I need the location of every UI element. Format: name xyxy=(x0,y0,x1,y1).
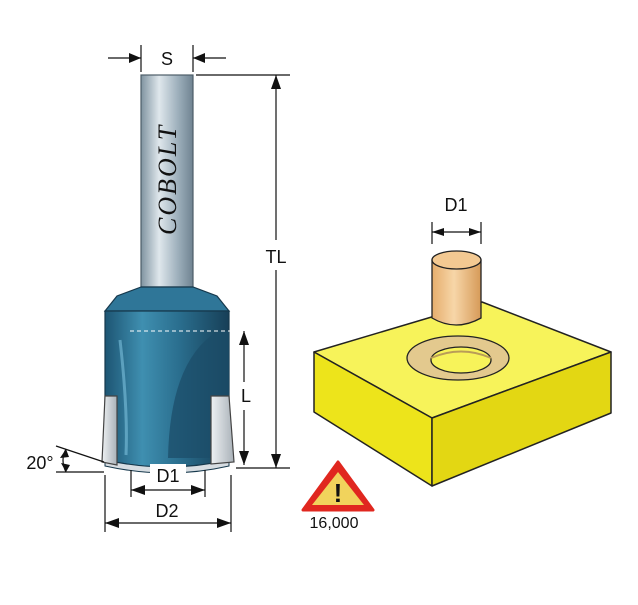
dimension-tl: TL xyxy=(196,74,290,469)
dimension-angle: 20° xyxy=(26,445,105,473)
dimension-s: S xyxy=(108,45,226,72)
dimension-s-label: S xyxy=(161,49,173,69)
body-shoulder xyxy=(103,286,231,312)
carbide-tip-left xyxy=(101,395,118,466)
flute-highlight xyxy=(118,339,128,456)
dimension-d2-label: D2 xyxy=(155,501,178,521)
block-right xyxy=(431,351,612,487)
rpm-label: 16,000 xyxy=(310,515,359,532)
workpiece xyxy=(313,301,612,487)
bottom-recess xyxy=(104,459,230,474)
dimension-l: L xyxy=(239,331,251,465)
brand-label: COBOLT xyxy=(153,124,182,235)
dimension-d1-bit: D1 xyxy=(130,464,206,497)
warning-exclamation: ! xyxy=(334,478,343,508)
counterbore-wall xyxy=(430,350,492,359)
shank xyxy=(140,74,194,288)
warning-triangle-icon: ! xyxy=(301,460,375,512)
dimension-d1-bit-label: D1 xyxy=(156,466,179,486)
dimension-d1-dowel-label: D1 xyxy=(444,195,467,215)
dimension-d2: D2 xyxy=(104,475,232,532)
carbide-tip-right xyxy=(210,395,235,465)
dimension-angle-label: 20° xyxy=(26,453,53,473)
router-bit: COBOLT xyxy=(101,74,258,474)
dowel xyxy=(431,250,482,326)
dimension-d1-dowel: D1 xyxy=(431,195,482,244)
dimension-l-label: L xyxy=(241,386,251,406)
dimension-tl-label: TL xyxy=(265,247,286,267)
